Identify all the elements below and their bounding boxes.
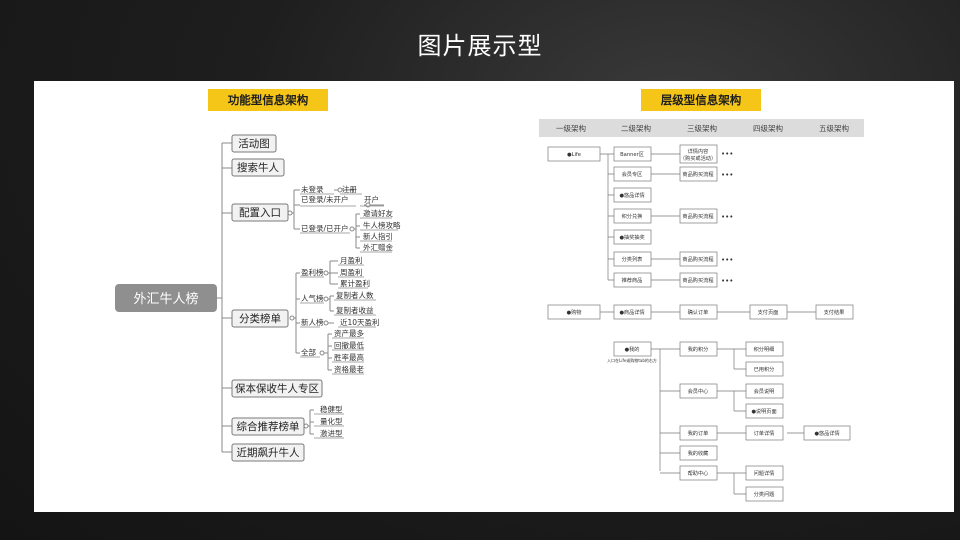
leaf-lowest-drawdown: 回撤最低 <box>334 340 364 350</box>
node-mine: ●我的 <box>625 345 640 353</box>
node-confirm-order: 确认订单 <box>688 308 709 316</box>
leaf-trader-guide: 牛人榜攻略 <box>363 220 401 230</box>
branch-config-entry: 配置入口 <box>239 207 281 219</box>
leaf-profit-list: 盈利榜 <box>301 267 324 277</box>
node-life: ●Life <box>567 152 581 158</box>
node-purchase-flow-2: 商品购买流程 <box>682 212 713 220</box>
node-member-rules: 会员说明 <box>754 387 775 395</box>
leaf-highest-winrate: 胜率最高 <box>334 352 364 362</box>
leaf-logged-with-account: 已登录/已开户 <box>301 223 349 233</box>
level-3-header: 三级架构 <box>687 123 717 133</box>
node-my-points: 我的积分 <box>688 345 709 353</box>
node-payment-page: 支付页面 <box>758 308 779 316</box>
node-recommended-goods: 推荐商品 <box>622 276 643 284</box>
node-points-detail: 积分明细 <box>754 345 775 353</box>
leaf-register: 注册 <box>342 184 357 194</box>
node-detail: 详情内容 <box>688 147 709 155</box>
ellipsis-4: ••• <box>721 256 733 264</box>
leaf-stable: 稳健型 <box>320 404 343 414</box>
node-mine-note: 入口在Life或购物tab的右方 <box>607 357 657 363</box>
ellipsis-2: ••• <box>721 171 733 179</box>
node-category-list: 分类列表 <box>622 255 644 263</box>
leaf-weekly-profit: 周盈利 <box>340 267 363 277</box>
leaf-10day-profit: 近10天盈利 <box>340 317 380 327</box>
node-member-zone: 会员专区 <box>622 170 643 178</box>
node-member-center: 会员中心 <box>688 387 709 395</box>
leaf-open-account: 开户 <box>364 194 379 204</box>
slide-title: 图片展示型 <box>417 32 543 60</box>
node-purchase-flow-1: 商品购买流程 <box>682 170 713 178</box>
leaf-most-assets: 资产最多 <box>334 328 364 338</box>
functional-mind-map: 外汇牛人榜 活动图 搜索牛人 配置入口 分类榜单 保本保收牛人专区 综合推荐榜单… <box>115 134 401 462</box>
level-4-header: 四级架构 <box>753 123 783 133</box>
node-favorites: 我的收藏 <box>688 449 710 457</box>
leaf-all: 全部 <box>301 347 316 357</box>
node-question-category: 分类问题 <box>754 490 775 498</box>
functional-architecture-tag: 功能型信息架构 <box>208 89 328 111</box>
leaf-copier-return: 复制者收益 <box>336 305 374 315</box>
branch-search-traders: 搜索牛人 <box>237 161 279 174</box>
leaf-logged-no-account: 已登录/未开户 <box>301 194 349 204</box>
leaf-total-profit: 累计盈利 <box>340 278 370 288</box>
node-used-points: 已用积分 <box>754 365 775 373</box>
node-rules-page: ●说明页面 <box>751 407 776 415</box>
node-purchase-flow-4: 商品购买流程 <box>682 276 713 284</box>
level-5-header: 五级架构 <box>819 123 849 133</box>
node-lottery: ●抽奖抽奖 <box>619 233 644 241</box>
node-goods-detail: ●商品详情 <box>619 308 644 316</box>
node-goods-detail-2: ●悠品详情 <box>814 429 839 437</box>
leaf-most-veteran: 资格最老 <box>334 364 364 374</box>
root-node: 外汇牛人榜 <box>133 291 198 307</box>
leaf-aggressive: 激进型 <box>320 428 343 438</box>
node-my-orders: 我的订单 <box>688 429 709 437</box>
leaf-fx-bonus: 外汇赠金 <box>363 242 393 252</box>
ellipsis-5: ••• <box>721 277 733 285</box>
leaf-copier-count: 复制者人数 <box>336 290 374 300</box>
branch-activity-map: 活动图 <box>238 138 270 150</box>
leaf-unlogged: 未登录 <box>301 184 324 194</box>
ellipsis-1: ••• <box>721 150 733 158</box>
node-detail-sub: （购买或活动） <box>680 154 716 162</box>
node-points-exchange: 积分兑换 <box>622 212 644 220</box>
hierarchical-architecture-tag: 层级型信息架构 <box>641 89 761 111</box>
leaf-invite-friends: 邀请好友 <box>363 208 393 218</box>
node-topic-detail: ●悠品详情 <box>619 191 644 199</box>
leaf-monthly-profit: 月盈利 <box>340 255 363 265</box>
branch-recommended-lists: 综合推荐榜单 <box>237 420 300 433</box>
leaf-newcomer-list: 新人榜 <box>301 317 324 327</box>
node-cart: ●购物 <box>567 308 582 316</box>
node-banner: Banner区 <box>620 151 644 158</box>
leaf-quant: 量化型 <box>320 416 343 426</box>
content-panel: 功能型信息架构 层级型信息架构 <box>34 81 954 512</box>
branch-guaranteed-zone: 保本保收牛人专区 <box>235 382 319 395</box>
branch-category-lists: 分类榜单 <box>239 312 281 325</box>
leaf-newbie-guide: 新人指引 <box>363 231 393 241</box>
node-order-detail: 订单详情 <box>754 429 775 437</box>
level-1-header: 一级架构 <box>556 123 586 133</box>
ellipsis-3: ••• <box>721 213 733 221</box>
node-payment-result: 支付结果 <box>824 308 845 316</box>
leaf-popularity-list: 人气榜 <box>301 293 324 303</box>
level-2-header: 二级架构 <box>621 123 651 133</box>
branch-rising-traders: 近期飙升牛人 <box>237 446 300 459</box>
node-help-center: 帮助中心 <box>688 469 709 477</box>
node-purchase-flow-3: 商品购买流程 <box>682 255 713 263</box>
node-question-detail: 问题详情 <box>754 469 775 477</box>
